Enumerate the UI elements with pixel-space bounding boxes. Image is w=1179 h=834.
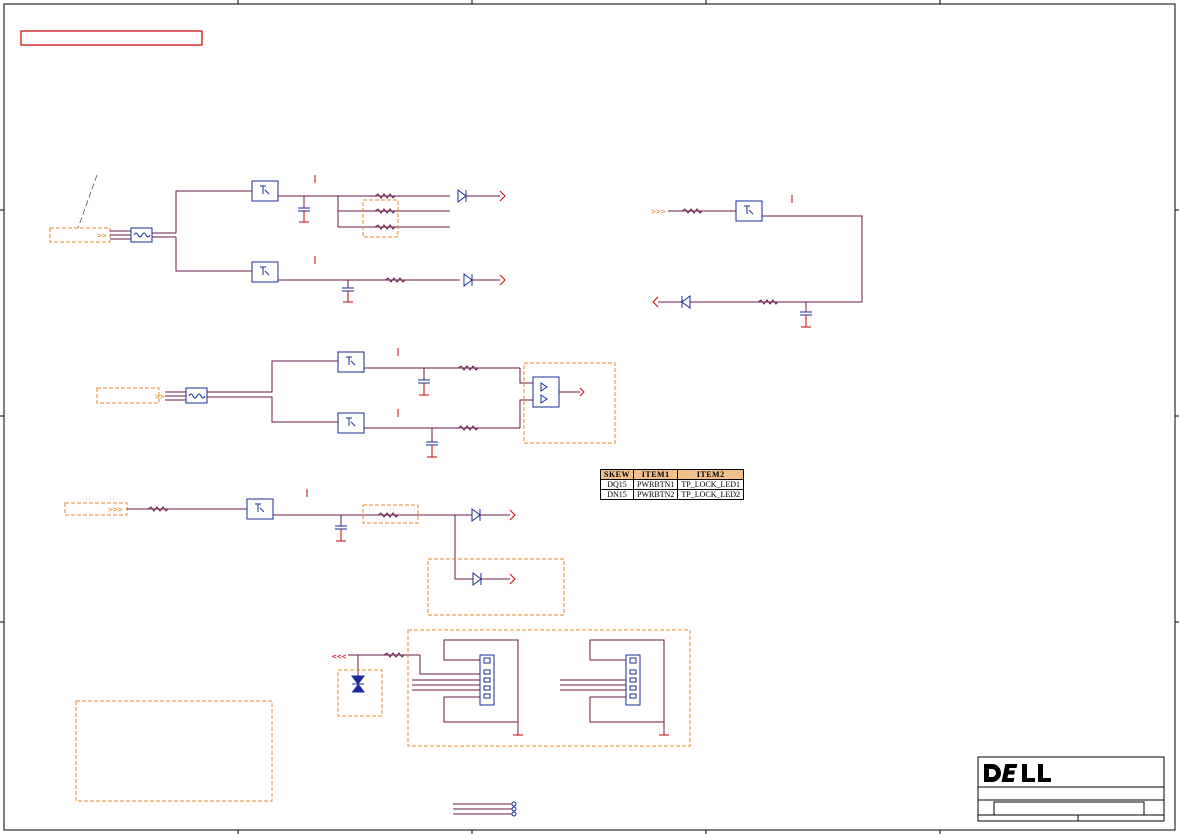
svg-text:>>>: >>> bbox=[651, 207, 666, 216]
connector-net-box-2 bbox=[96, 387, 160, 404]
esd-diode-box bbox=[337, 669, 383, 717]
dell-logo bbox=[984, 764, 1051, 782]
svg-text:<<<: <<< bbox=[332, 652, 347, 661]
skew-header: SKEW bbox=[599, 469, 635, 480]
emi-filter-1 bbox=[130, 227, 153, 243]
table-cell: TP_LOCK_LED1 bbox=[677, 479, 745, 490]
skew-table: SKEW ITEM1 ITEM2 DQ15 PWRBTN1 TP_LOCK_LE… bbox=[599, 469, 745, 500]
led-option-box bbox=[427, 558, 565, 616]
skew-table-header: SKEW ITEM1 ITEM2 bbox=[599, 469, 745, 480]
dual-led-box bbox=[523, 362, 616, 444]
ic-u5 bbox=[337, 412, 365, 434]
connector-j2 bbox=[625, 654, 641, 706]
resistor-box bbox=[362, 504, 419, 524]
item1-header: ITEM1 bbox=[633, 469, 679, 480]
ic-u6 bbox=[246, 498, 274, 520]
ic-u1 bbox=[251, 180, 279, 202]
table-cell: TP_LOCK_LED2 bbox=[677, 489, 745, 500]
resistor-group-box bbox=[362, 199, 399, 238]
header-note-box bbox=[20, 30, 203, 46]
table-row: DQ15 PWRBTN1 TP_LOCK_LED1 bbox=[599, 479, 745, 490]
title-block bbox=[977, 756, 1165, 822]
ic-u4 bbox=[337, 351, 365, 373]
ic-u3 bbox=[735, 200, 763, 222]
connector-j1 bbox=[479, 654, 495, 706]
table-cell: PWRBTN2 bbox=[633, 489, 679, 500]
table-cell: DQ15 bbox=[599, 479, 635, 490]
section-connectors: <<< bbox=[332, 629, 691, 747]
notes-box bbox=[75, 700, 273, 802]
svg-text:>>: >> bbox=[155, 392, 165, 401]
section-power-led: >>> bbox=[64, 489, 565, 616]
item2-header: ITEM2 bbox=[677, 469, 745, 480]
table-row: DN15 PWRBTN2 TP_LOCK_LED2 bbox=[599, 489, 745, 500]
svg-text:>>>: >>> bbox=[108, 505, 123, 514]
connector-box bbox=[407, 629, 691, 747]
emi-filter-2 bbox=[185, 387, 208, 404]
test-points bbox=[453, 801, 517, 817]
section-power-button-1: >> bbox=[49, 174, 506, 303]
svg-text:>>: >> bbox=[97, 231, 107, 240]
ic-u2 bbox=[251, 261, 279, 283]
table-cell: DN15 bbox=[599, 489, 635, 500]
section-touchpad-led: >>> bbox=[651, 195, 863, 328]
dual-led bbox=[532, 376, 560, 408]
table-cell: PWRBTN1 bbox=[633, 479, 679, 490]
section-power-button-2: >> bbox=[96, 348, 616, 458]
